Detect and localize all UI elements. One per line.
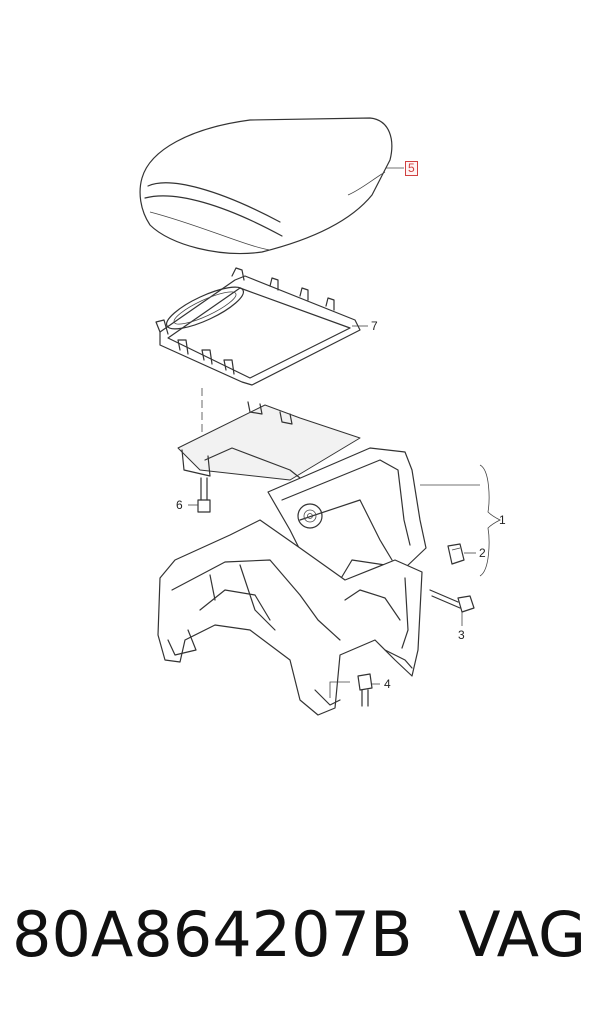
screw-part-6 (188, 477, 211, 513)
callout-7[interactable]: 7 (371, 319, 378, 333)
callout-6[interactable]: 6 (176, 498, 183, 512)
armrest-lid-part-5 (139, 117, 404, 255)
brand-label: VAG (458, 898, 586, 971)
part-number: 80A864207B (12, 898, 413, 971)
armrest-bracket-part-1 (157, 401, 501, 716)
parts-diagram: 5 7 1 2 3 4 6 (139, 117, 506, 716)
clip-part-2 (447, 543, 476, 565)
callout-2[interactable]: 2 (479, 546, 486, 560)
footer: 80A864207B VAG (0, 890, 600, 980)
bolt-part-4 (329, 673, 380, 707)
callout-5[interactable]: 5 (405, 161, 418, 176)
callout-4[interactable]: 4 (384, 677, 391, 691)
armrest-frame-part-7 (155, 267, 368, 386)
callout-3[interactable]: 3 (458, 628, 465, 642)
bolt-part-3 (429, 589, 475, 626)
exploded-view-drawing (139, 117, 501, 716)
callout-1[interactable]: 1 (499, 513, 506, 527)
